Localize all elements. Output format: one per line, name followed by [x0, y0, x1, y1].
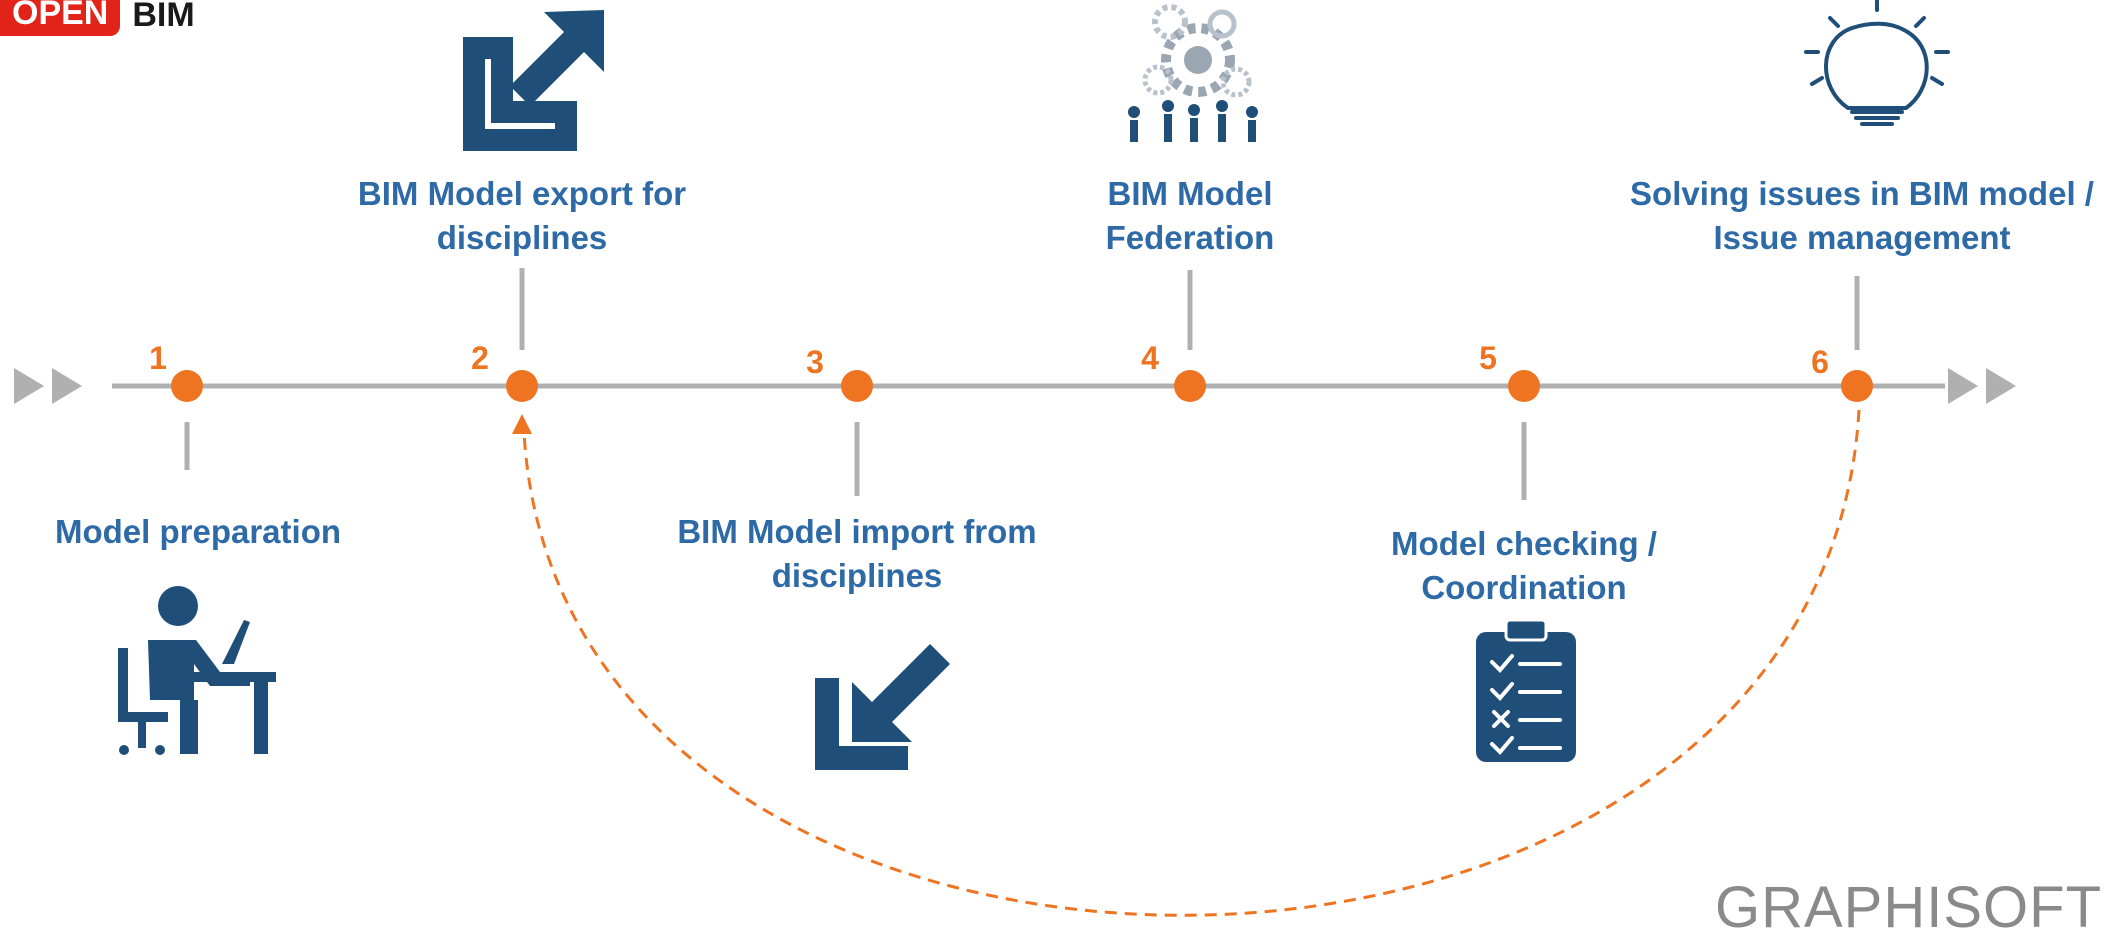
step-number-3: 3	[806, 344, 824, 380]
end-arrows-icon	[1948, 368, 2016, 404]
step-number-6: 6	[1811, 344, 1829, 380]
gears-team-icon	[1128, 4, 1258, 142]
step-number-2: 2	[471, 340, 489, 376]
graphisoft-brand: GRAPHISOFT	[1714, 875, 2102, 940]
logo-open-text: OPEN	[0, 0, 121, 36]
lightbulb-icon	[1804, 0, 1950, 126]
logo-bim-text: BIM	[132, 0, 195, 34]
step-dot-2	[506, 370, 538, 402]
step-label-5: Model checking / Coordination	[1391, 525, 1657, 606]
openbim-logo: OPEN BIM	[0, 0, 195, 40]
step-label-6: Solving issues in BIM model / Issue mana…	[1630, 175, 2094, 256]
feedback-arrowhead-icon	[512, 414, 532, 434]
step-number-1: 1	[149, 340, 167, 376]
step-dot-3	[841, 370, 873, 402]
export-arrow-icon	[463, 10, 604, 151]
step-number-5: 5	[1479, 340, 1497, 376]
step-label-3: BIM Model import from disciplines	[677, 513, 1037, 594]
person-at-desk-icon	[118, 586, 276, 755]
import-arrow-icon	[815, 644, 950, 770]
step-dot-5	[1508, 370, 1540, 402]
feedback-loop-path	[522, 409, 1861, 917]
step-dot-1	[171, 370, 203, 402]
step-label-4: BIM Model Federation	[1105, 175, 1275, 256]
step-dot-4	[1174, 370, 1206, 402]
step-number-4: 4	[1141, 340, 1159, 376]
step-dot-6	[1841, 370, 1873, 402]
step-label-1: Model preparation	[54, 513, 342, 550]
start-arrows-icon	[14, 368, 82, 404]
checklist-clipboard-icon	[1476, 618, 1576, 762]
step-label-2: BIM Model export for disciplines	[357, 175, 687, 256]
